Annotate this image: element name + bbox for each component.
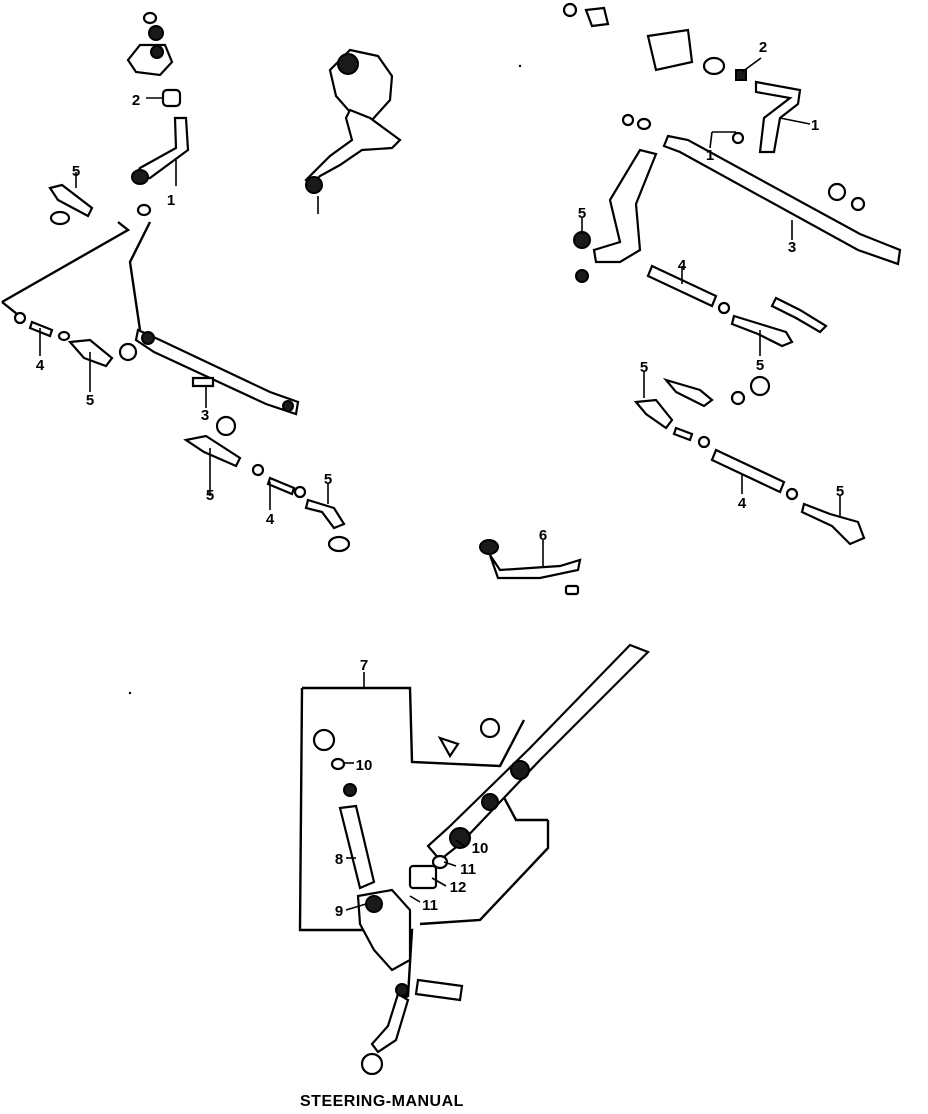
diagram-caption: STEERING-MANUAL [300,1093,464,1110]
callout-5: 5 [86,392,94,409]
leader-lines [39,57,841,911]
callout-10: 10 [472,840,489,857]
callout-11: 11 [422,897,438,914]
callout-7: 7 [360,657,368,674]
callout-5: 5 [72,163,80,180]
callout-3: 3 [201,407,209,424]
callout-5: 5 [640,359,648,376]
callout-4: 4 [738,495,747,512]
callout-9: 9 [335,903,343,920]
callout-5: 5 [756,357,764,374]
callout-5: 5 [836,483,844,500]
callout-labels: 1 1 1 2 2 3 3 4 4 4 4 5 5 5 5 5 5 5 5 6 … [36,39,844,920]
callout-5: 5 [206,487,214,504]
callout-4: 4 [36,357,45,374]
callout-3: 3 [788,239,796,256]
callout-10: 10 [356,757,373,774]
callout-11: 11 [460,861,476,878]
callout-8: 8 [335,851,343,868]
callout-12: 12 [450,879,467,896]
callout-4: 4 [266,511,275,528]
callout-5: 5 [578,205,586,222]
right-linkage-group [562,2,902,546]
callout-1: 1 [167,192,175,209]
part-6-arm [479,539,582,596]
callout-2: 2 [132,92,140,109]
callout-5: 5 [324,471,332,488]
steering-gear-box [304,48,402,214]
callout-1: 1 [811,117,819,134]
left-linkage-group [1,11,351,553]
rack-and-pinion-assembly [298,643,650,1076]
callout-6: 6 [539,527,547,544]
callout-4: 4 [678,257,687,274]
callout-2: 2 [759,39,767,56]
callout-1: 1 [706,147,714,164]
